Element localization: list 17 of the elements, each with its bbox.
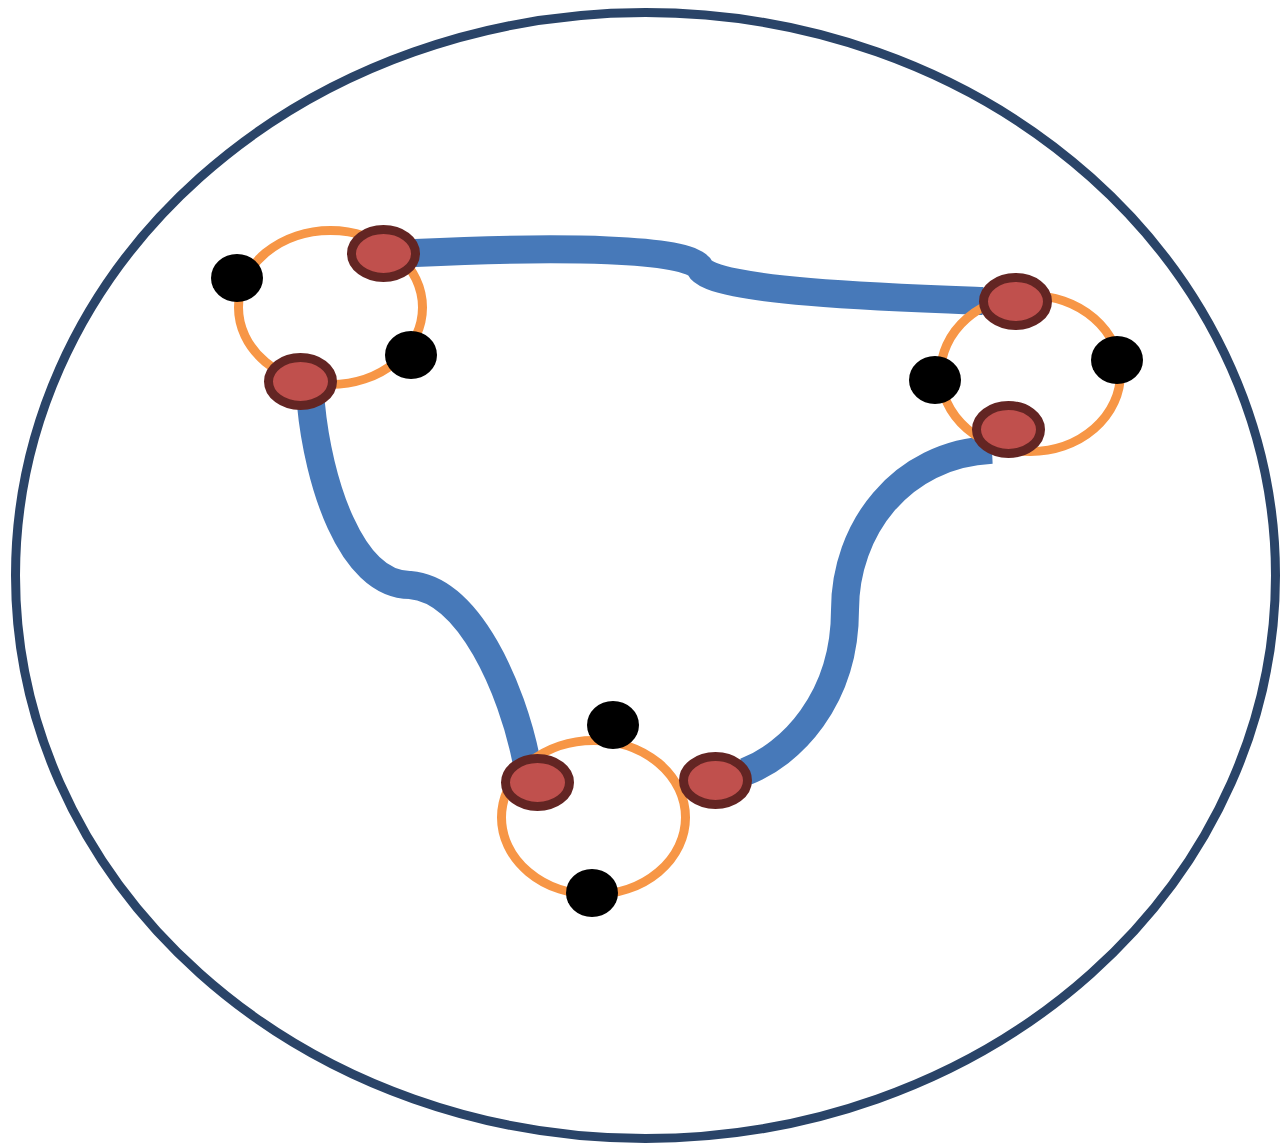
oval-marker [346,224,420,282]
ring [496,735,690,899]
band-connector [414,235,984,315]
dot [211,254,263,302]
oval-marker [678,751,752,809]
oval-marker [971,400,1045,458]
dot [1091,336,1143,384]
dot [909,356,961,404]
oval-marker [978,272,1052,330]
band-connector [739,435,994,785]
dot [566,869,618,917]
oval-marker [263,352,337,410]
dot [385,331,437,379]
dot [587,701,639,749]
oval-marker [500,753,574,811]
outer-circle [10,7,1280,1143]
band-connector [297,401,540,763]
